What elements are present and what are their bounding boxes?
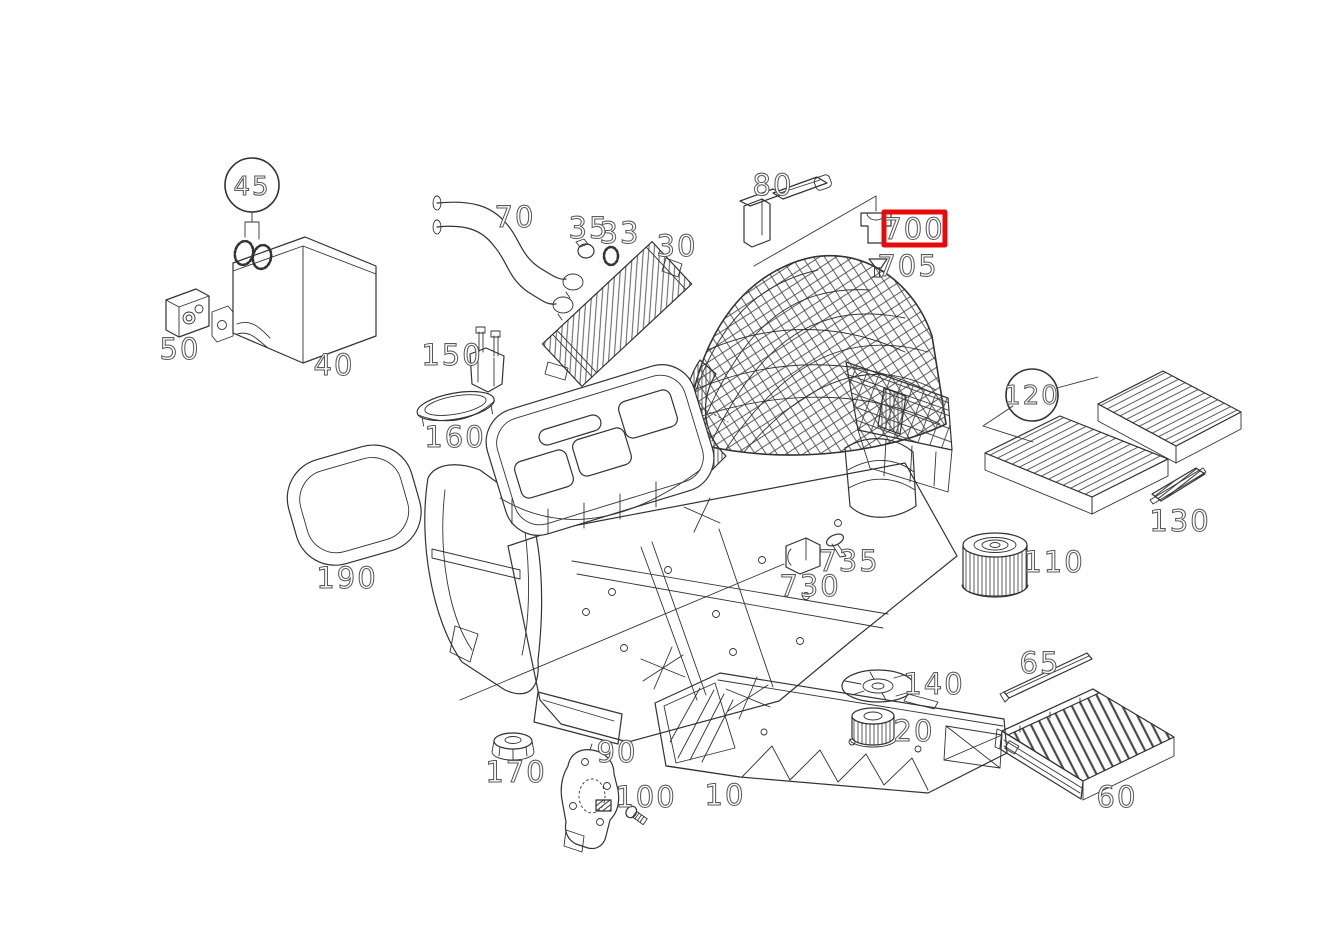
part-label-120[interactable]: 120 (1004, 380, 1060, 411)
part-80-linkage-bracket (739, 174, 832, 248)
part-90-actuator-motor (560, 743, 620, 853)
part-label-30[interactable]: 30 (656, 228, 698, 263)
part-label-45[interactable]: 45 (233, 171, 270, 202)
part-label-150[interactable]: 150 (421, 337, 482, 372)
part-40-evaporator (211, 236, 377, 364)
part-50-valve-block (165, 288, 210, 338)
part-label-65[interactable]: 65 (1019, 645, 1061, 680)
part-label-170[interactable]: 170 (485, 754, 546, 789)
part-label-110[interactable]: 110 (1023, 544, 1084, 579)
callout-circle-45[interactable] (224, 157, 280, 213)
leader-line-700 (753, 195, 877, 267)
part-label-33[interactable]: 33 (599, 215, 641, 250)
part-label-35[interactable]: 35 (568, 210, 610, 245)
part-70-heater-pipes (432, 195, 584, 321)
part-label-70[interactable]: 70 (494, 199, 536, 234)
part-10-lower-duct (654, 672, 1008, 794)
distribution-tray (485, 364, 715, 536)
part-label-60[interactable]: 60 (1096, 779, 1138, 814)
part-110-blower-wheel (961, 532, 1029, 598)
part-label-160[interactable]: 160 (424, 419, 485, 454)
part-label-10[interactable]: 10 (704, 777, 746, 812)
part-label-705[interactable]: 705 (877, 248, 938, 283)
leader-line-120 (982, 376, 1099, 443)
part-labels: 45 50 40 70 35 33 30 150 160 190 80 700 … (159, 167, 1210, 814)
part-label-80[interactable]: 80 (752, 167, 794, 202)
part-label-50[interactable]: 50 (159, 331, 201, 366)
part-label-700[interactable]: 700 (883, 211, 944, 246)
part-100-screw (625, 805, 648, 826)
part-label-130[interactable]: 130 (1149, 503, 1210, 538)
part-140-flap-drive (841, 669, 939, 710)
part-30-heater-core (541, 241, 693, 387)
part-160-oval-cover (416, 390, 495, 427)
part-label-140[interactable]: 140 (903, 666, 964, 701)
part-label-730[interactable]: 730 (779, 568, 840, 603)
part-130-grille-strip (1149, 467, 1207, 505)
part-label-190[interactable]: 190 (316, 560, 377, 595)
part-150-bracket (469, 326, 505, 393)
part-20-motor-cap (849, 707, 897, 748)
part-60-ptc-heater (994, 688, 1175, 801)
highlight-box-700 (881, 209, 948, 248)
part-33-clamp-ring (602, 245, 620, 267)
part-730-sensor-housing (459, 537, 821, 701)
leader-line-730 (459, 563, 785, 701)
callout-circle-120[interactable] (1005, 368, 1059, 422)
part-735-sensor-plug (825, 533, 847, 558)
part-label-40[interactable]: 40 (313, 347, 355, 382)
main-hvac-housing (424, 254, 958, 745)
part-label-735[interactable]: 735 (818, 543, 879, 578)
part-65-cover-strip (999, 652, 1093, 703)
part-190-seal-ring (286, 444, 422, 566)
part-170-grommet (491, 732, 535, 761)
part-45-o-rings (233, 211, 273, 271)
part-35-plug (575, 238, 595, 259)
part-120-cabin-filters (982, 370, 1242, 515)
part-705-pin-icon (868, 258, 888, 278)
part-label-20[interactable]: 20 (893, 713, 935, 748)
part-label-90[interactable]: 90 (596, 734, 638, 769)
part-label-100[interactable]: 100 (615, 779, 676, 814)
